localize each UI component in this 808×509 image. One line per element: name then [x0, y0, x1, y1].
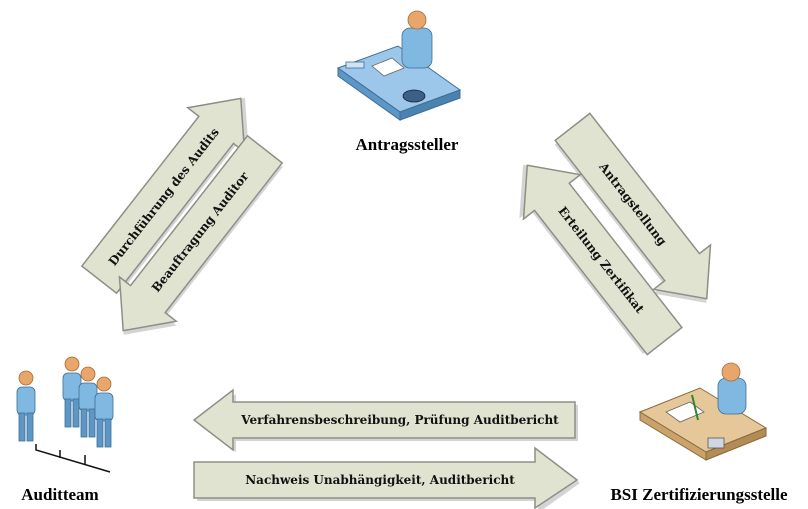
- applicant-icon: [336, 10, 462, 121]
- applicant-label: Antragssteller: [356, 135, 459, 154]
- arrow-evidence: Nachweis Unabhängigkeit, Auditbericht: [193, 446, 580, 509]
- audit-team-icon: [16, 356, 114, 473]
- bsi-label: BSI Zertifizierungsstelle: [610, 485, 788, 504]
- arrow-procedure: Verfahrensbeschreibung, Prüfung Auditber…: [192, 388, 578, 452]
- arrow-procedure-label: Verfahrensbeschreibung, Prüfung Auditber…: [240, 413, 559, 427]
- audit-team-label: Auditteam: [21, 485, 98, 504]
- arrow-evidence-label: Nachweis Unabhängigkeit, Auditbericht: [245, 473, 515, 487]
- bsi-icon: [638, 362, 768, 461]
